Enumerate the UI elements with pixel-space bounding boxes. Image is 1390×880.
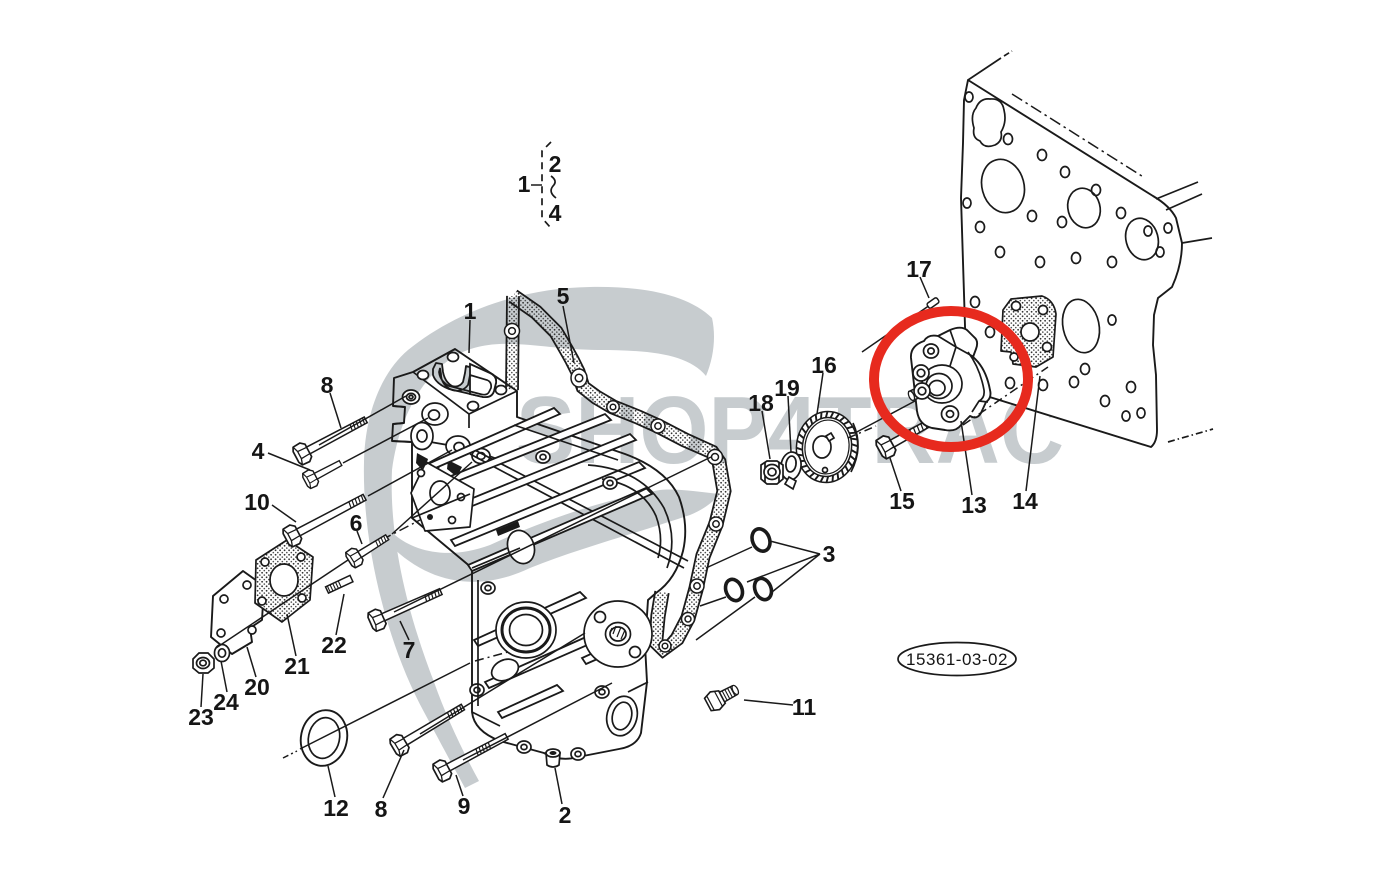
svg-text:4: 4: [252, 438, 265, 464]
svg-text:8: 8: [375, 796, 388, 822]
svg-text:8: 8: [321, 372, 334, 398]
svg-text:7: 7: [403, 637, 416, 663]
svg-text:14: 14: [1012, 488, 1038, 514]
svg-text:20: 20: [244, 674, 270, 700]
svg-text:16: 16: [811, 352, 837, 378]
svg-text:1: 1: [464, 298, 477, 324]
svg-text:13: 13: [961, 492, 987, 518]
svg-text:19: 19: [774, 375, 800, 401]
svg-text:22: 22: [321, 632, 347, 658]
svg-text:15361-03-02: 15361-03-02: [906, 650, 1008, 669]
svg-text:4: 4: [549, 200, 562, 226]
svg-text:23: 23: [188, 704, 214, 730]
svg-text:15: 15: [889, 488, 915, 514]
svg-text:5: 5: [557, 283, 570, 309]
svg-text:17: 17: [906, 256, 932, 282]
svg-text:24: 24: [213, 689, 239, 715]
svg-text:21: 21: [284, 653, 310, 679]
svg-text:11: 11: [792, 694, 817, 720]
svg-text:2: 2: [549, 151, 562, 177]
svg-text:12: 12: [323, 795, 349, 821]
svg-text:10: 10: [244, 489, 270, 515]
svg-text:9: 9: [458, 793, 471, 819]
svg-text:1: 1: [518, 171, 531, 197]
svg-text:3: 3: [823, 541, 836, 567]
svg-text:2: 2: [559, 802, 572, 828]
svg-text:18: 18: [748, 390, 774, 416]
svg-text:6: 6: [350, 510, 363, 536]
